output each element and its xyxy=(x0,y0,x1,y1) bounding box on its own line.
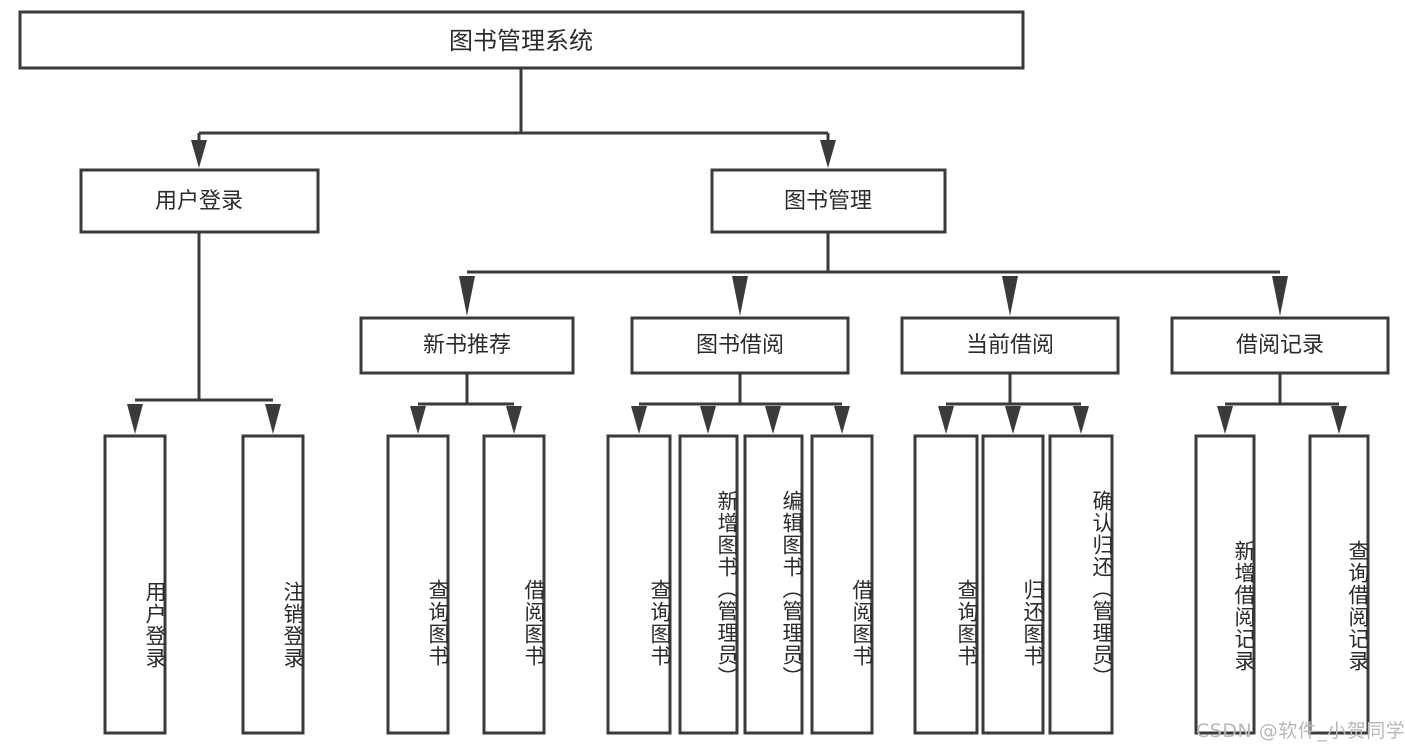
leaf-query-book-current-box[interactable] xyxy=(913,434,979,735)
arrow-leaf-user-login xyxy=(127,404,143,434)
arrow-leaf-query-book-borrow xyxy=(631,406,647,434)
arrow-new-book-recommend xyxy=(459,276,475,316)
arrow-leaf-logout xyxy=(265,404,281,434)
arrow-leaf-confirm-return-admin xyxy=(1073,406,1089,434)
leaf-add-book-admin-box[interactable] xyxy=(678,434,739,735)
leaf-query-borrow-record-box[interactable] xyxy=(1308,434,1370,735)
connectors-current-borrow-to-leaves xyxy=(938,373,1089,434)
connectors-book-borrow-to-leaves xyxy=(631,373,850,434)
node-book-management-label: 图书管理 xyxy=(784,189,872,214)
node-book-management[interactable]: 图书管理 xyxy=(710,168,947,234)
connectors-root-to-level2 xyxy=(191,68,836,168)
leaf-logout-box[interactable] xyxy=(241,434,305,735)
arrow-user-login xyxy=(191,140,207,168)
leaf-return-book-box[interactable] xyxy=(981,434,1045,735)
node-user-login[interactable]: 用户登录 xyxy=(79,168,320,234)
node-new-book-recommend-box[interactable] xyxy=(359,316,575,375)
arrow-leaf-add-book-admin xyxy=(700,406,716,434)
arrow-book-borrow xyxy=(732,276,748,316)
node-book-management-box[interactable] xyxy=(710,168,947,234)
node-current-borrow-box[interactable] xyxy=(900,316,1120,375)
node-user-login-label: 用户登录 xyxy=(155,189,243,214)
arrow-leaf-borrow-book-recommend xyxy=(506,406,522,434)
connectors-user-login-to-leaves xyxy=(127,232,281,434)
node-new-book-recommend-label: 新书推荐 xyxy=(423,333,511,358)
leaf-user-login-box[interactable] xyxy=(103,434,167,735)
node-book-borrow-box[interactable] xyxy=(630,316,850,375)
arrow-leaf-query-borrow-record xyxy=(1331,406,1347,434)
leaf-borrow-book-box[interactable] xyxy=(810,434,874,735)
node-root-label: 图书管理系统 xyxy=(449,27,593,55)
node-new-book-recommend[interactable]: 新书推荐 xyxy=(359,316,575,375)
node-root-box[interactable] xyxy=(18,10,1025,70)
arrow-current-borrow xyxy=(1002,276,1018,316)
csdn-watermark: CSDN @软件_小贺同学 xyxy=(1196,720,1405,742)
node-current-borrow[interactable]: 当前借阅 xyxy=(900,316,1120,375)
node-user-login-box[interactable] xyxy=(79,168,320,234)
connectors-new-book-recommend-to-leaves xyxy=(410,373,522,434)
arrow-book-management xyxy=(820,140,836,168)
leaf-confirm-return-admin-box[interactable] xyxy=(1048,434,1114,735)
leaf-boxes xyxy=(103,434,1370,735)
node-current-borrow-label: 当前借阅 xyxy=(966,333,1054,358)
leaf-borrow-book-recommend-box[interactable] xyxy=(482,434,546,735)
leaf-query-book-borrow-box[interactable] xyxy=(606,434,672,735)
arrow-borrow-records xyxy=(1272,276,1288,316)
node-root[interactable]: 图书管理系统 xyxy=(18,10,1025,70)
arrow-leaf-return-book xyxy=(1005,406,1021,434)
arrow-leaf-query-book-current xyxy=(938,406,954,434)
leaf-add-borrow-record-box[interactable] xyxy=(1194,434,1256,735)
leaf-edit-book-admin-box[interactable] xyxy=(743,434,804,735)
arrow-leaf-add-borrow-record xyxy=(1217,406,1233,434)
node-borrow-records-box[interactable] xyxy=(1170,316,1390,375)
node-borrow-records-label: 借阅记录 xyxy=(1236,333,1324,358)
connectors-borrow-records-to-leaves xyxy=(1217,373,1347,434)
node-book-borrow-label: 图书借阅 xyxy=(696,333,784,358)
connectors-book-management-to-level3 xyxy=(459,232,1288,316)
leaf-query-book-recommend-box[interactable] xyxy=(386,434,450,735)
arrow-leaf-edit-book-admin xyxy=(765,406,781,434)
node-book-borrow[interactable]: 图书借阅 xyxy=(630,316,850,375)
arrow-leaf-borrow-book xyxy=(834,406,850,434)
arrow-leaf-query-book-recommend xyxy=(410,406,426,434)
node-borrow-records[interactable]: 借阅记录 xyxy=(1170,316,1390,375)
